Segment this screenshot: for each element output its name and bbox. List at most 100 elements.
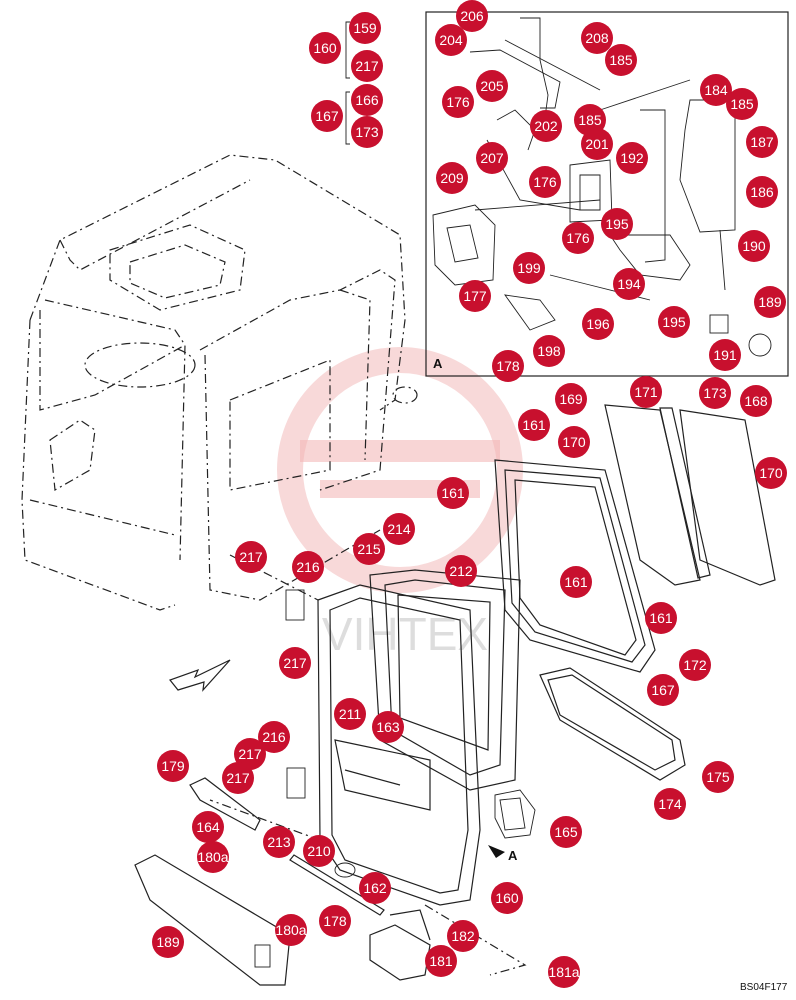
callout-badge [383,513,415,545]
callout-badge [613,268,645,300]
callout-badge [630,376,662,408]
callout-badge [582,308,614,340]
callout-161: 161 [518,409,550,441]
callout-167: 167 [647,674,679,706]
callout-badge [581,128,613,160]
callout-number: 161 [441,485,465,501]
callout-badge [311,100,343,132]
callout-badge [558,426,590,458]
callout-160: 160 [309,32,341,64]
callout-186: 186 [746,176,778,208]
callout-badge [351,116,383,148]
callout-number: 209 [440,170,464,186]
callout-number: 168 [744,393,768,409]
callout-number: 187 [750,134,774,150]
callout-205: 205 [476,70,508,102]
callout-number: 190 [742,238,766,254]
callout-number: 184 [704,82,728,98]
callout-number: 180a [197,849,228,865]
callout-badge [292,551,324,583]
watermark-text: VIHTEX [322,608,488,660]
callout-167: 167 [311,100,343,132]
cab-outline [21,154,418,611]
callout-number: 161 [522,417,546,433]
callout-178: 178 [492,350,524,382]
callout-number: 217 [283,655,307,671]
callout-badge [755,457,787,489]
callout-161: 161 [645,602,677,634]
callout-192: 192 [616,142,648,174]
callout-216: 216 [292,551,324,583]
callout-217: 217 [222,762,254,794]
callout-badge [234,738,266,770]
callout-number: 165 [554,824,578,840]
callout-number: 182 [451,928,475,944]
callout-badge [152,926,184,958]
watermark-logo: VIHTEX [277,347,523,660]
callout-164: 164 [192,811,224,843]
callout-number: 191 [713,347,737,363]
callout-163: 163 [372,711,404,743]
callout-199: 199 [513,252,545,284]
callout-number: 194 [617,276,641,292]
callout-210: 210 [303,835,335,867]
callout-217: 217 [234,738,266,770]
detail-letter: A [433,356,443,371]
callout-173: 173 [351,116,383,148]
callout-178: 178 [319,905,351,937]
callout-badge [605,44,637,76]
callout-173: 173 [699,377,731,409]
callout-179: 179 [157,750,189,782]
callout-badge [601,208,633,240]
callout-number: 216 [262,729,286,745]
callout-badge [530,110,562,142]
callout-badge [492,350,524,382]
callout-215: 215 [353,533,385,565]
callout-185: 185 [726,88,758,120]
callout-number: 159 [353,20,377,36]
callout-badge [235,541,267,573]
callout-213: 213 [263,826,295,858]
callout-206: 206 [456,0,488,32]
callout-number: 201 [585,136,609,152]
callout-badge [353,533,385,565]
callout-badge [436,162,468,194]
callout-number: 202 [534,118,558,134]
callout-badge [491,882,523,914]
callout-number: 210 [307,843,331,859]
callout-number: 179 [161,758,185,774]
callout-184: 184 [700,74,732,106]
callout-number: 198 [537,343,561,359]
callout-badge [654,788,686,820]
callout-number: 172 [683,657,707,673]
callout-number: 205 [480,78,504,94]
callout-badge [645,602,677,634]
callout-number: 217 [226,770,250,786]
callout-189: 189 [754,286,786,318]
callout-badge [746,176,778,208]
callout-165: 165 [550,816,582,848]
callout-badge [437,477,469,509]
callout-number: 195 [605,216,629,232]
callout-182: 182 [447,920,479,952]
callout-badge [746,126,778,158]
callout-number: 216 [296,559,320,575]
callout-badge [548,956,580,988]
callout-badge [334,698,366,730]
callout-badge [699,377,731,409]
callout-187: 187 [746,126,778,158]
callout-162: 162 [359,872,391,904]
callout-badge [359,872,391,904]
callout-194: 194 [613,268,645,300]
callout-badge [533,335,565,367]
callout-badge [349,12,381,44]
callout-badge [157,750,189,782]
callout-170: 170 [558,426,590,458]
callout-number: 169 [559,391,583,407]
callout-badge [658,306,690,338]
callout-191: 191 [709,339,741,371]
callout-number: 176 [566,230,590,246]
callout-badge [279,647,311,679]
